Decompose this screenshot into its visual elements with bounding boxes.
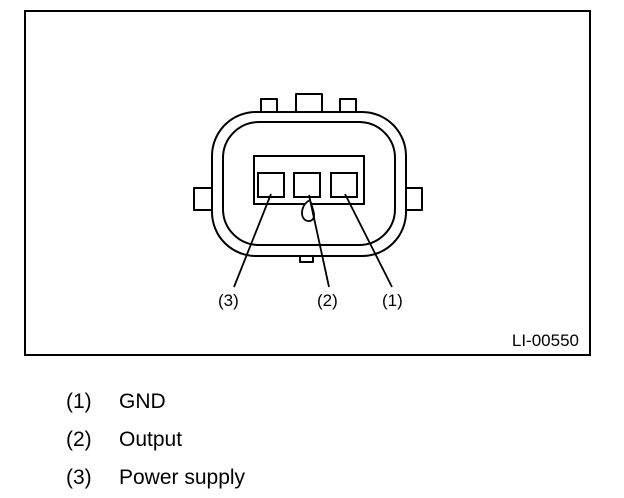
connector-ear-left <box>193 187 222 211</box>
leader-line-1 <box>344 193 393 288</box>
figure-code: LI-00550 <box>512 331 579 350</box>
legend-item: (2) Output <box>66 420 245 458</box>
callout-1: (1) <box>382 291 403 310</box>
legend-label: Output <box>119 427 183 451</box>
legend-label: Power supply <box>119 465 246 489</box>
pin-legend: (1) GND (2) Output (3) Power supply <box>66 382 245 496</box>
legend-number: (1) <box>66 389 92 413</box>
leader-line-2 <box>308 194 330 288</box>
connector-tab-center <box>295 93 323 118</box>
legend-item: (1) GND <box>66 382 245 420</box>
terminal-1 <box>330 172 358 198</box>
connector-housing-inner <box>222 121 396 246</box>
legend-number: (3) <box>66 465 92 489</box>
terminal-2 <box>293 172 321 198</box>
callout-3: (3) <box>218 291 239 310</box>
callout-2: (2) <box>317 291 338 310</box>
connector-diagram-frame: (3) (2) (1) LI-00550 <box>24 10 591 356</box>
legend-number: (2) <box>66 427 92 451</box>
terminal-3 <box>257 172 285 198</box>
leader-line-3 <box>233 193 272 288</box>
legend-item: (3) Power supply <box>66 458 245 496</box>
connector-ear-right <box>395 187 423 211</box>
connector-diagram: (3) (2) (1) LI-00550 <box>193 93 579 350</box>
legend-label: GND <box>119 389 166 413</box>
